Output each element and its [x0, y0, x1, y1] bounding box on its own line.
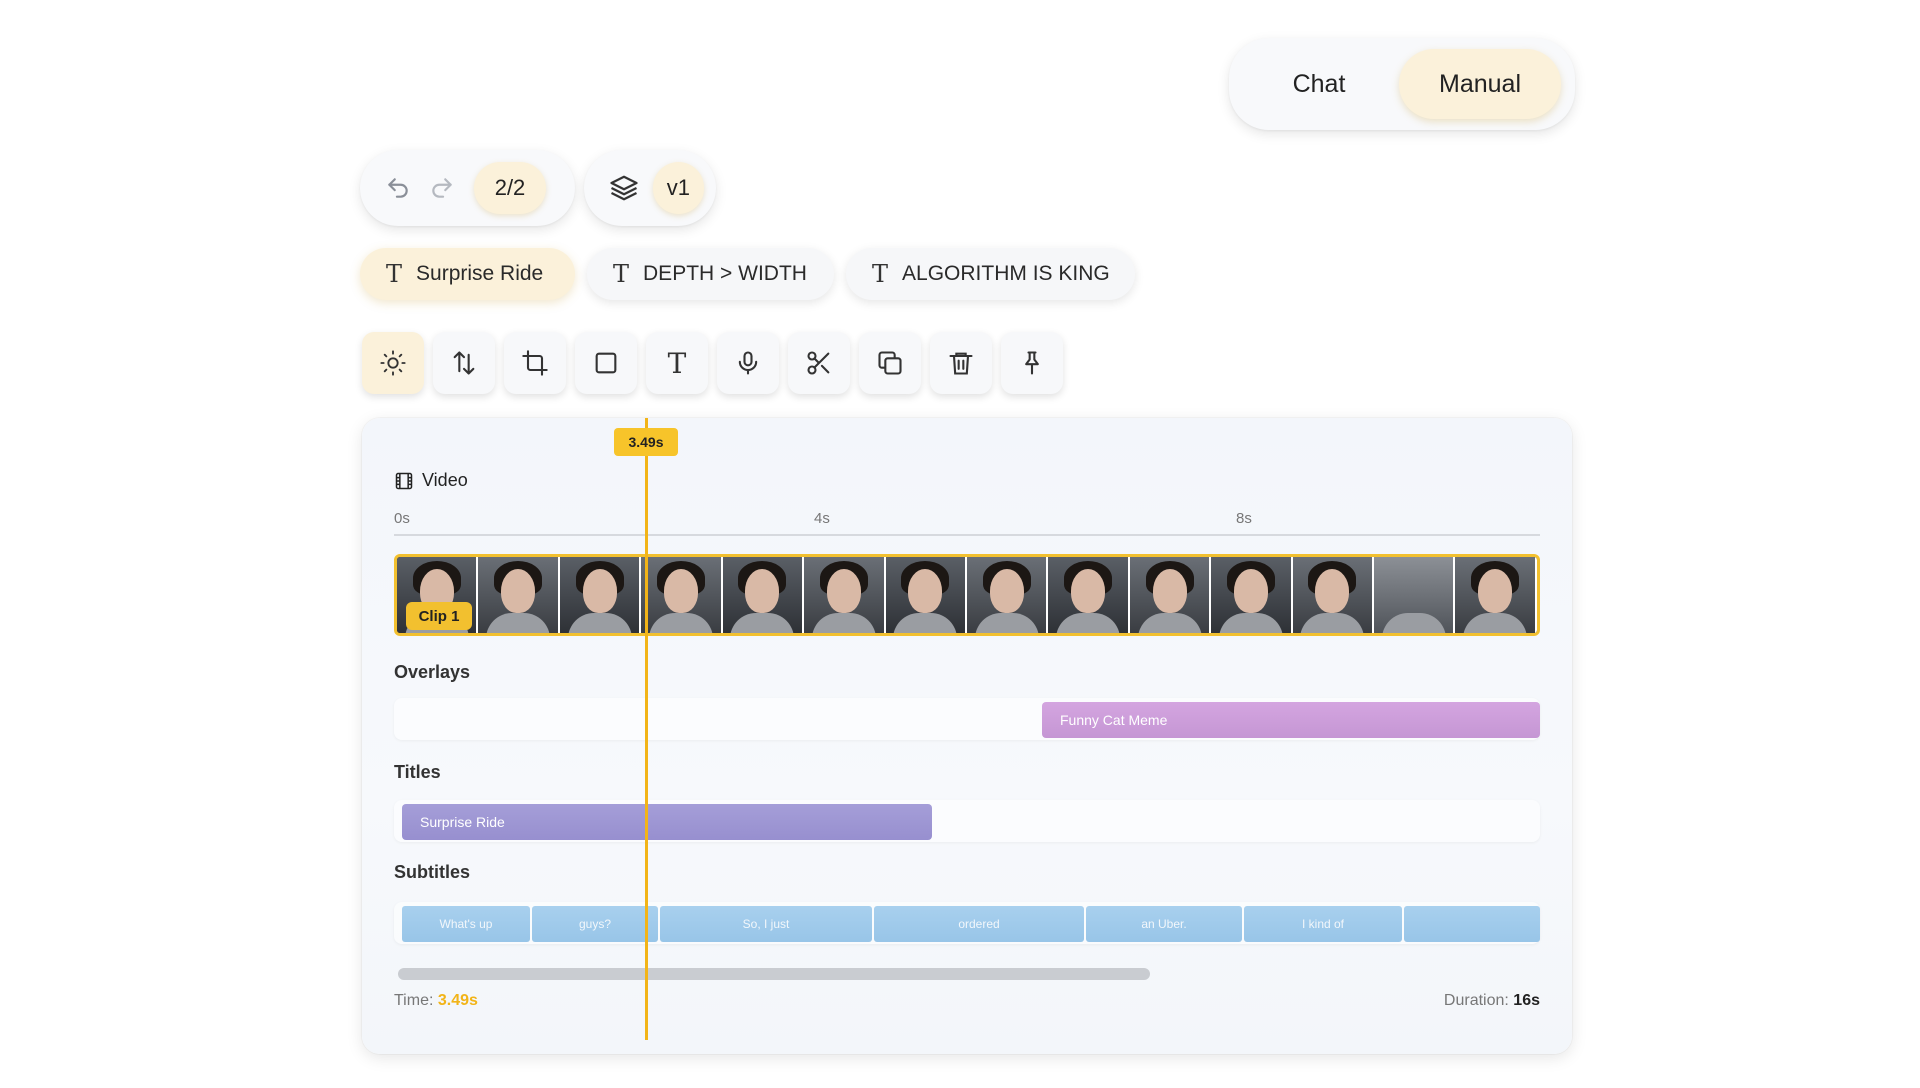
- pin-icon: [1025, 351, 1039, 375]
- playhead-handle[interactable]: 3.49s: [614, 428, 678, 456]
- history-page-indicator[interactable]: 2/2: [474, 162, 546, 214]
- title-lane: Surprise Ride: [394, 800, 1540, 842]
- video-frame: [722, 557, 805, 633]
- undo-icon[interactable]: [376, 166, 420, 210]
- voiceover-button[interactable]: [717, 332, 779, 394]
- duplicate-button[interactable]: [859, 332, 921, 394]
- current-time-readout: Time: 3.49s: [394, 992, 478, 1010]
- chat-mode-button[interactable]: Chat: [1292, 69, 1346, 98]
- subtitle-clip[interactable]: What's up: [402, 906, 530, 942]
- text-button[interactable]: T: [646, 332, 708, 394]
- video-frame: [559, 557, 642, 633]
- title-chip-label: ALGORITHM IS KING: [902, 262, 1110, 285]
- microphone-icon: [738, 351, 758, 375]
- video-track-label: Video: [394, 470, 468, 491]
- time-value: 3.49s: [437, 992, 478, 1009]
- brightness-icon: [380, 350, 406, 376]
- video-frame: [1455, 557, 1537, 633]
- video-frame: [885, 557, 967, 633]
- text-icon: T: [667, 346, 687, 380]
- video-frame: [1292, 557, 1375, 633]
- mode-toggle: Chat Manual: [1229, 38, 1575, 130]
- pin-button[interactable]: [1001, 332, 1063, 394]
- version-controls: v1: [584, 150, 716, 226]
- timeline-scrollbar-thumb[interactable]: [398, 968, 1150, 980]
- overlay-clip[interactable]: Funny Cat Meme: [1042, 702, 1540, 738]
- text-icon: T: [386, 260, 403, 288]
- subtitle-clip[interactable]: an Uber.: [1086, 906, 1242, 942]
- trash-icon: [949, 352, 973, 375]
- version-chip[interactable]: v1: [652, 162, 704, 214]
- redo-icon[interactable]: [420, 166, 464, 210]
- video-label-text: Video: [422, 470, 468, 490]
- duration-value: 16s: [1513, 992, 1540, 1009]
- video-frame: [1374, 557, 1456, 633]
- crop-button[interactable]: [504, 332, 566, 394]
- layers-icon[interactable]: [606, 168, 643, 208]
- ruler-tick-0s: 0s: [394, 510, 410, 527]
- reorder-button[interactable]: [433, 332, 495, 394]
- subtitle-clip[interactable]: [1404, 906, 1540, 942]
- overlay-lane: Funny Cat Meme: [394, 698, 1540, 740]
- duration-readout: Duration: 16s: [1444, 992, 1540, 1010]
- video-frame: [1211, 557, 1293, 633]
- text-icon: T: [872, 260, 889, 288]
- title-chip-depth-width[interactable]: T DEPTH > WIDTH: [587, 248, 834, 300]
- split-button[interactable]: [788, 332, 850, 394]
- history-controls: 2/2: [360, 150, 575, 226]
- swap-vertical-icon: [453, 351, 475, 375]
- copy-icon: [878, 351, 902, 375]
- video-frame: [1129, 557, 1212, 633]
- subtitle-lane: What's up guys? So, I just ordered an Ub…: [394, 902, 1540, 944]
- subtitle-clip[interactable]: guys?: [532, 906, 658, 942]
- title-chip-row: T Surprise Ride T DEPTH > WIDTH T ALGORI…: [360, 248, 1135, 300]
- title-chip-label: Surprise Ride: [416, 262, 544, 285]
- timeline-panel: Video 0s 4s 8s Clip 1 Overlays Funny Cat…: [362, 418, 1572, 1054]
- video-frame: [641, 557, 723, 633]
- video-frame: [966, 557, 1049, 633]
- video-clip-filmstrip[interactable]: [394, 554, 1540, 636]
- title-chip-surprise-ride[interactable]: T Surprise Ride: [360, 248, 575, 300]
- delete-button[interactable]: [930, 332, 992, 394]
- editing-toolbar: T: [362, 332, 1063, 394]
- ruler-tick-8s: 8s: [1236, 510, 1252, 527]
- film-icon: [395, 472, 413, 489]
- video-frame: [478, 557, 560, 633]
- subtitles-track-label: Subtitles: [394, 862, 471, 882]
- shape-button[interactable]: [575, 332, 637, 394]
- brightness-button[interactable]: [362, 332, 424, 394]
- time-label: Time:: [394, 992, 434, 1009]
- manual-mode-button[interactable]: Manual: [1399, 49, 1561, 119]
- video-frame: [804, 557, 886, 633]
- text-icon: T: [613, 260, 630, 288]
- ruler-tick-4s: 4s: [814, 510, 830, 527]
- titles-track-label: Titles: [394, 762, 441, 782]
- title-clip[interactable]: Surprise Ride: [402, 804, 932, 840]
- subtitle-clip[interactable]: I kind of: [1244, 906, 1402, 942]
- crop-icon: [522, 350, 548, 376]
- playhead-line[interactable]: [645, 418, 648, 1040]
- clip-label-badge: Clip 1: [406, 602, 472, 630]
- title-chip-algorithm-is-king[interactable]: T ALGORITHM IS KING: [846, 248, 1135, 300]
- square-icon: [595, 352, 617, 374]
- overlays-track-label: Overlays: [394, 662, 471, 682]
- subtitle-clip[interactable]: ordered: [874, 906, 1084, 942]
- video-frame: [1048, 557, 1130, 633]
- title-chip-label: DEPTH > WIDTH: [643, 262, 807, 285]
- time-ruler[interactable]: 0s 4s 8s: [394, 510, 1540, 536]
- scissors-icon: [807, 351, 830, 375]
- subtitle-clip[interactable]: So, I just: [660, 906, 872, 942]
- duration-label: Duration:: [1443, 992, 1509, 1009]
